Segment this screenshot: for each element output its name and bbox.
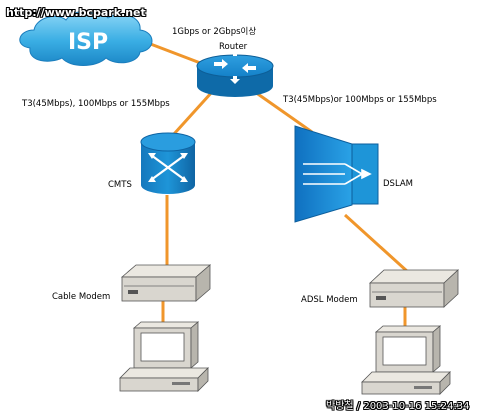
isp-label: ISP — [68, 30, 109, 55]
credit-watermark: 박방철 / 2003-10-16 15:24:34 — [326, 401, 470, 412]
router-label: Router — [219, 42, 248, 52]
cable-modem-icon — [120, 264, 212, 302]
link-router-cmts — [172, 90, 214, 136]
adsl-modem-icon — [368, 269, 460, 308]
router-icon — [196, 48, 274, 97]
site-watermark: http://www.bcpark.net — [6, 6, 146, 19]
link-dslam-adsl-modem — [343, 213, 410, 274]
adsl-modem-label: ADSL Modem — [301, 295, 358, 305]
router-uplink-label: 1Gbps or 2Gbps이상 — [172, 27, 257, 37]
router-cmts-link-label: T3(45Mbps), 100Mbps or 155Mbps — [22, 99, 170, 109]
router-dslam-link-label: T3(45Mbps)or 100Mbps or 155Mbps — [283, 95, 437, 105]
cable-pc-icon — [119, 321, 209, 392]
adsl-pc-icon — [361, 325, 451, 395]
isp-cloud — [19, 10, 153, 66]
dslam-label: DSLAM — [383, 179, 414, 189]
cmts-label: CMTS — [108, 180, 132, 190]
link-router-dslam — [254, 90, 313, 134]
dslam-icon — [294, 125, 379, 223]
cmts-icon — [140, 132, 196, 194]
cable-modem-label: Cable Modem — [52, 292, 111, 302]
